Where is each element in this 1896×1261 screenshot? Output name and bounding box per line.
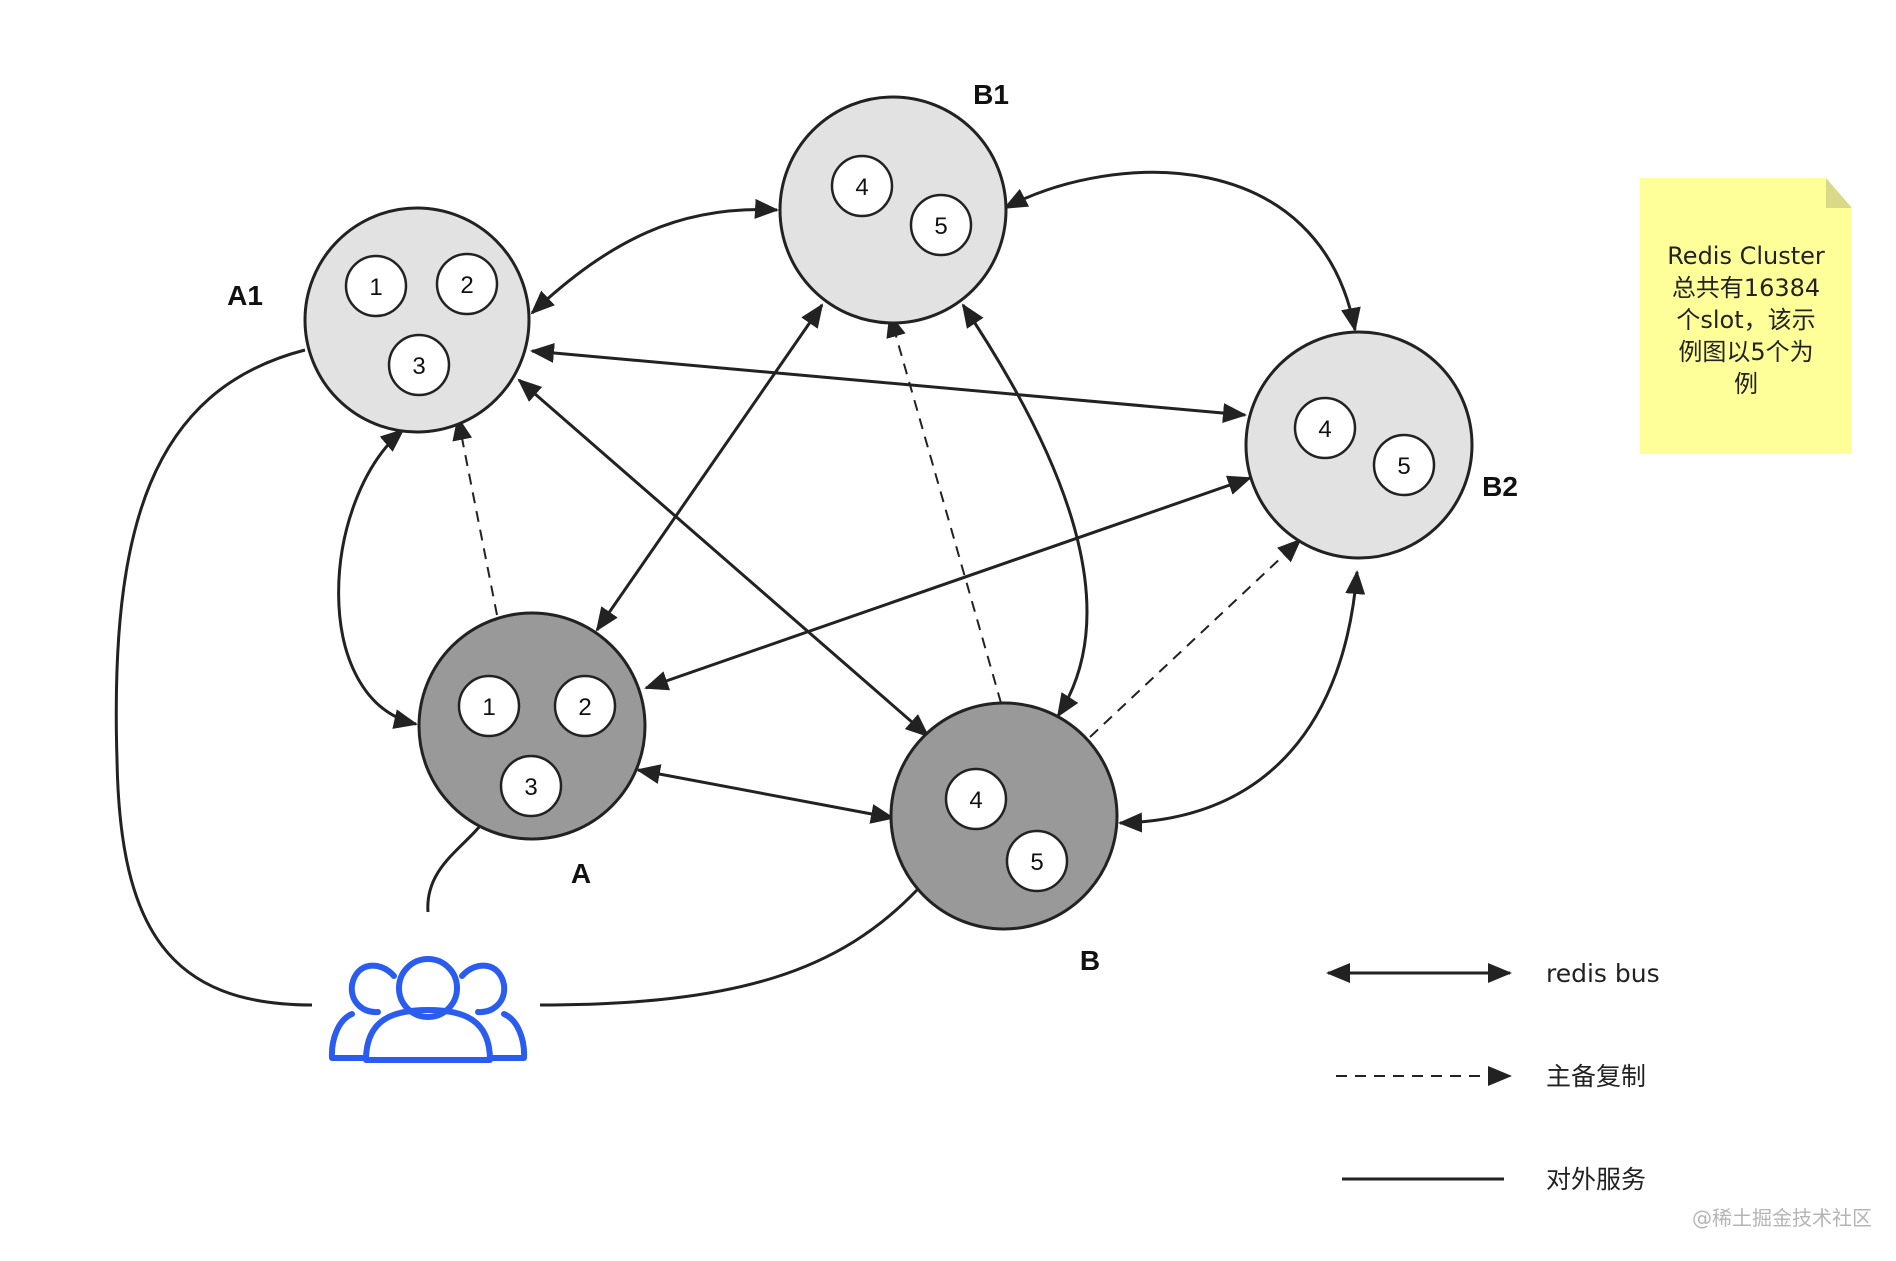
client-service-lines — [114, 348, 919, 1007]
svg-text:4: 4 — [1318, 416, 1331, 443]
note-fold-corner — [1826, 178, 1852, 208]
svg-text:2: 2 — [578, 694, 591, 721]
legend-service-label: 对外服务 — [1546, 1165, 1646, 1194]
node-b1: 4 5 B1 — [778, 79, 1009, 325]
legend-bus-label: redis bus — [1546, 959, 1660, 988]
svg-text:1: 1 — [369, 274, 382, 301]
node-b2: 4 5 B2 — [1244, 330, 1518, 560]
repl-b-to-b2 — [1089, 538, 1302, 738]
slot-4 — [944, 767, 1008, 831]
service-line-a1 — [114, 348, 313, 1007]
node-a1: 1 2 3 A1 — [227, 206, 531, 434]
bus-b1-b — [961, 303, 1089, 718]
bus-b1-b2 — [1003, 170, 1361, 332]
slot-1 — [457, 674, 521, 738]
node-label-b1: B1 — [973, 79, 1009, 110]
service-line-a — [426, 825, 482, 913]
slot-5 — [909, 193, 973, 257]
svg-text:1: 1 — [482, 694, 495, 721]
node-label-b: B — [1080, 945, 1100, 976]
slot-4 — [1293, 396, 1357, 460]
watermark: @稀土掘金技术社区 — [1692, 1206, 1872, 1230]
slot-2 — [435, 252, 499, 316]
slot-2 — [553, 674, 617, 738]
slot-3 — [387, 333, 451, 397]
svg-text:2: 2 — [460, 272, 473, 299]
redis-bus-lines — [337, 170, 1366, 833]
bus-a1-b1 — [530, 198, 779, 315]
users-icon — [328, 956, 528, 1063]
bus-b2-b — [1118, 570, 1366, 833]
slot-1 — [344, 254, 408, 318]
bus-a-b — [636, 764, 895, 824]
slot-3 — [499, 754, 563, 818]
bus-a1-b2 — [530, 343, 1247, 423]
node-label-a1: A1 — [227, 280, 263, 311]
bus-b1-a — [595, 303, 824, 632]
node-label-a: A — [571, 858, 591, 889]
repl-b-to-b1 — [886, 313, 1002, 704]
bus-a1-a — [337, 428, 418, 729]
legend: redis bus 主备复制 对外服务 — [1326, 959, 1660, 1194]
node-b: 4 5 B — [889, 701, 1119, 976]
slot-5 — [1005, 829, 1069, 893]
service-line-b — [539, 888, 919, 1007]
node-a: 1 2 3 A — [417, 611, 647, 889]
svg-text:3: 3 — [524, 774, 537, 801]
repl-a-to-a1 — [452, 416, 498, 616]
svg-text:5: 5 — [934, 213, 947, 240]
svg-text:4: 4 — [969, 787, 982, 814]
legend-replication-label: 主备复制 — [1546, 1062, 1646, 1091]
svg-text:4: 4 — [855, 174, 868, 201]
sticky-note-text: Redis Cluster 总共有16384 个slot，该示 例图以5个为 例 — [1667, 242, 1825, 398]
svg-text:3: 3 — [412, 353, 425, 380]
svg-text:5: 5 — [1030, 849, 1043, 876]
slot-4 — [830, 154, 894, 218]
sticky-note — [1640, 178, 1852, 454]
node-label-b2: B2 — [1482, 471, 1518, 502]
bus-b2-a — [644, 475, 1252, 691]
slot-5 — [1372, 433, 1436, 497]
svg-text:5: 5 — [1397, 453, 1410, 480]
